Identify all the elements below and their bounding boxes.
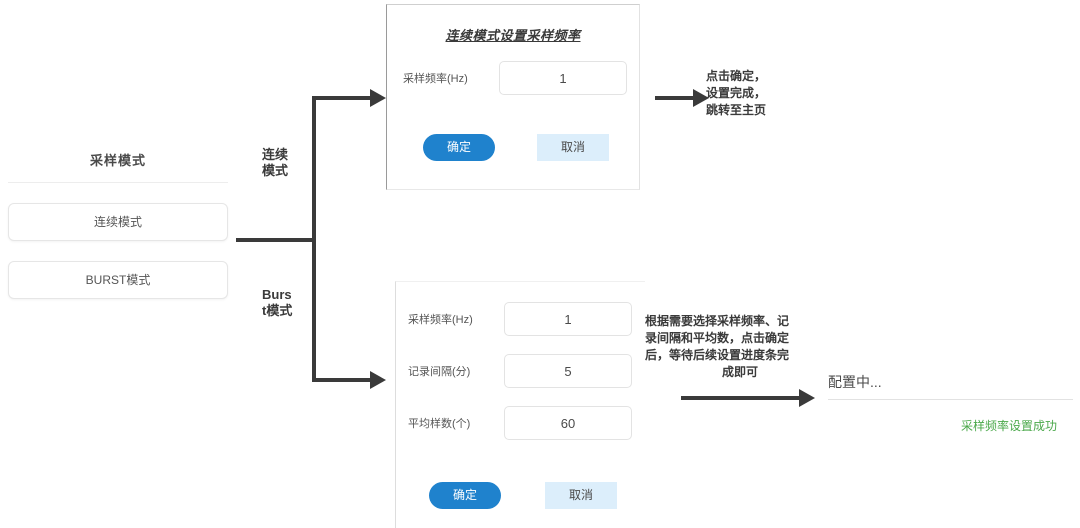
branch-label-continuous-line2: 模式	[262, 163, 289, 178]
burst-average-input[interactable]: 60	[504, 406, 632, 440]
burst-frequency-row: 采样频率(Hz) 1	[408, 302, 632, 336]
burst-cancel-button[interactable]: 取消	[545, 482, 617, 509]
continuous-cancel-button[interactable]: 取消	[537, 134, 609, 161]
arrow-head-progress-icon	[799, 389, 815, 407]
continuous-dialog-title: 连续模式设置采样频率	[445, 28, 581, 43]
continuous-note-line3: 跳转至主页	[706, 103, 767, 117]
connector-continuous-to-note	[655, 96, 697, 100]
mode-button-continuous[interactable]: 连续模式	[8, 203, 228, 241]
burst-mode-dialog: 采样频率(Hz) 1 记录间隔(分) 5 平均样数(个) 60 确定 取消	[395, 281, 645, 528]
burst-interval-row: 记录间隔(分) 5	[408, 354, 632, 388]
connector-burst-to-progress	[681, 396, 803, 400]
continuous-note-line2: 设置完成，	[706, 86, 767, 100]
burst-average-row: 平均样数(个) 60	[408, 406, 632, 440]
branch-label-burst-line1: Burs	[262, 287, 292, 302]
configuring-progress-panel: 配置中... 采样频率设置成功	[828, 372, 1073, 434]
burst-mode-note: 根据需要选择采样频率、记 录间隔和平均数，点击确定 后，等待后续设置进度条完 成…	[645, 313, 835, 381]
arrow-head-continuous-icon	[370, 89, 386, 107]
burst-confirm-button[interactable]: 确定	[429, 482, 501, 509]
connector-spine-vertical	[312, 96, 316, 382]
continuous-frequency-input[interactable]: 1	[499, 61, 627, 95]
arrow-head-continuous-note-icon	[693, 89, 709, 107]
burst-average-label: 平均样数(个)	[408, 418, 471, 430]
connector-branch-burst	[312, 378, 374, 382]
continuous-frequency-label: 采样频率(Hz)	[403, 73, 468, 85]
burst-frequency-label: 采样频率(Hz)	[408, 314, 473, 326]
continuous-confirm-button[interactable]: 确定	[423, 134, 495, 161]
continuous-frequency-row: 采样频率(Hz) 1	[403, 61, 627, 95]
burst-note-line1: 根据需要选择采样频率、记	[645, 314, 790, 328]
status-badge: 采样频率设置成功	[960, 419, 1057, 433]
burst-frequency-input[interactable]: 1	[504, 302, 632, 336]
branch-label-continuous: 连续 模式	[262, 147, 304, 179]
continuous-note-line1: 点击确定，	[706, 69, 767, 83]
burst-note-line4: 成即可	[721, 365, 758, 379]
arrow-head-burst-icon	[370, 371, 386, 389]
connector-branch-continuous	[312, 96, 374, 100]
burst-note-line2: 录间隔和平均数，点击确定	[645, 331, 790, 345]
progress-divider	[828, 399, 1073, 400]
branch-label-continuous-line1: 连续	[262, 147, 289, 162]
branch-label-burst: Burs t模式	[262, 287, 304, 319]
burst-interval-label: 记录间隔(分)	[408, 366, 471, 378]
burst-note-line3: 后，等待后续设置进度条完	[645, 348, 790, 362]
branch-label-burst-line2: t模式	[262, 303, 293, 318]
page-title: 采样模式	[8, 150, 228, 183]
connector-trunk-horizontal	[236, 238, 316, 242]
mode-button-burst[interactable]: BURST模式	[8, 261, 228, 299]
continuous-mode-dialog: 连续模式设置采样频率 采样频率(Hz) 1 确定 取消	[386, 4, 640, 190]
sampling-mode-panel: 采样模式 连续模式 BURST模式	[8, 150, 228, 299]
burst-interval-input[interactable]: 5	[504, 354, 632, 388]
continuous-mode-note: 点击确定， 设置完成， 跳转至主页	[706, 68, 766, 119]
progress-title: 配置中...	[828, 374, 882, 390]
